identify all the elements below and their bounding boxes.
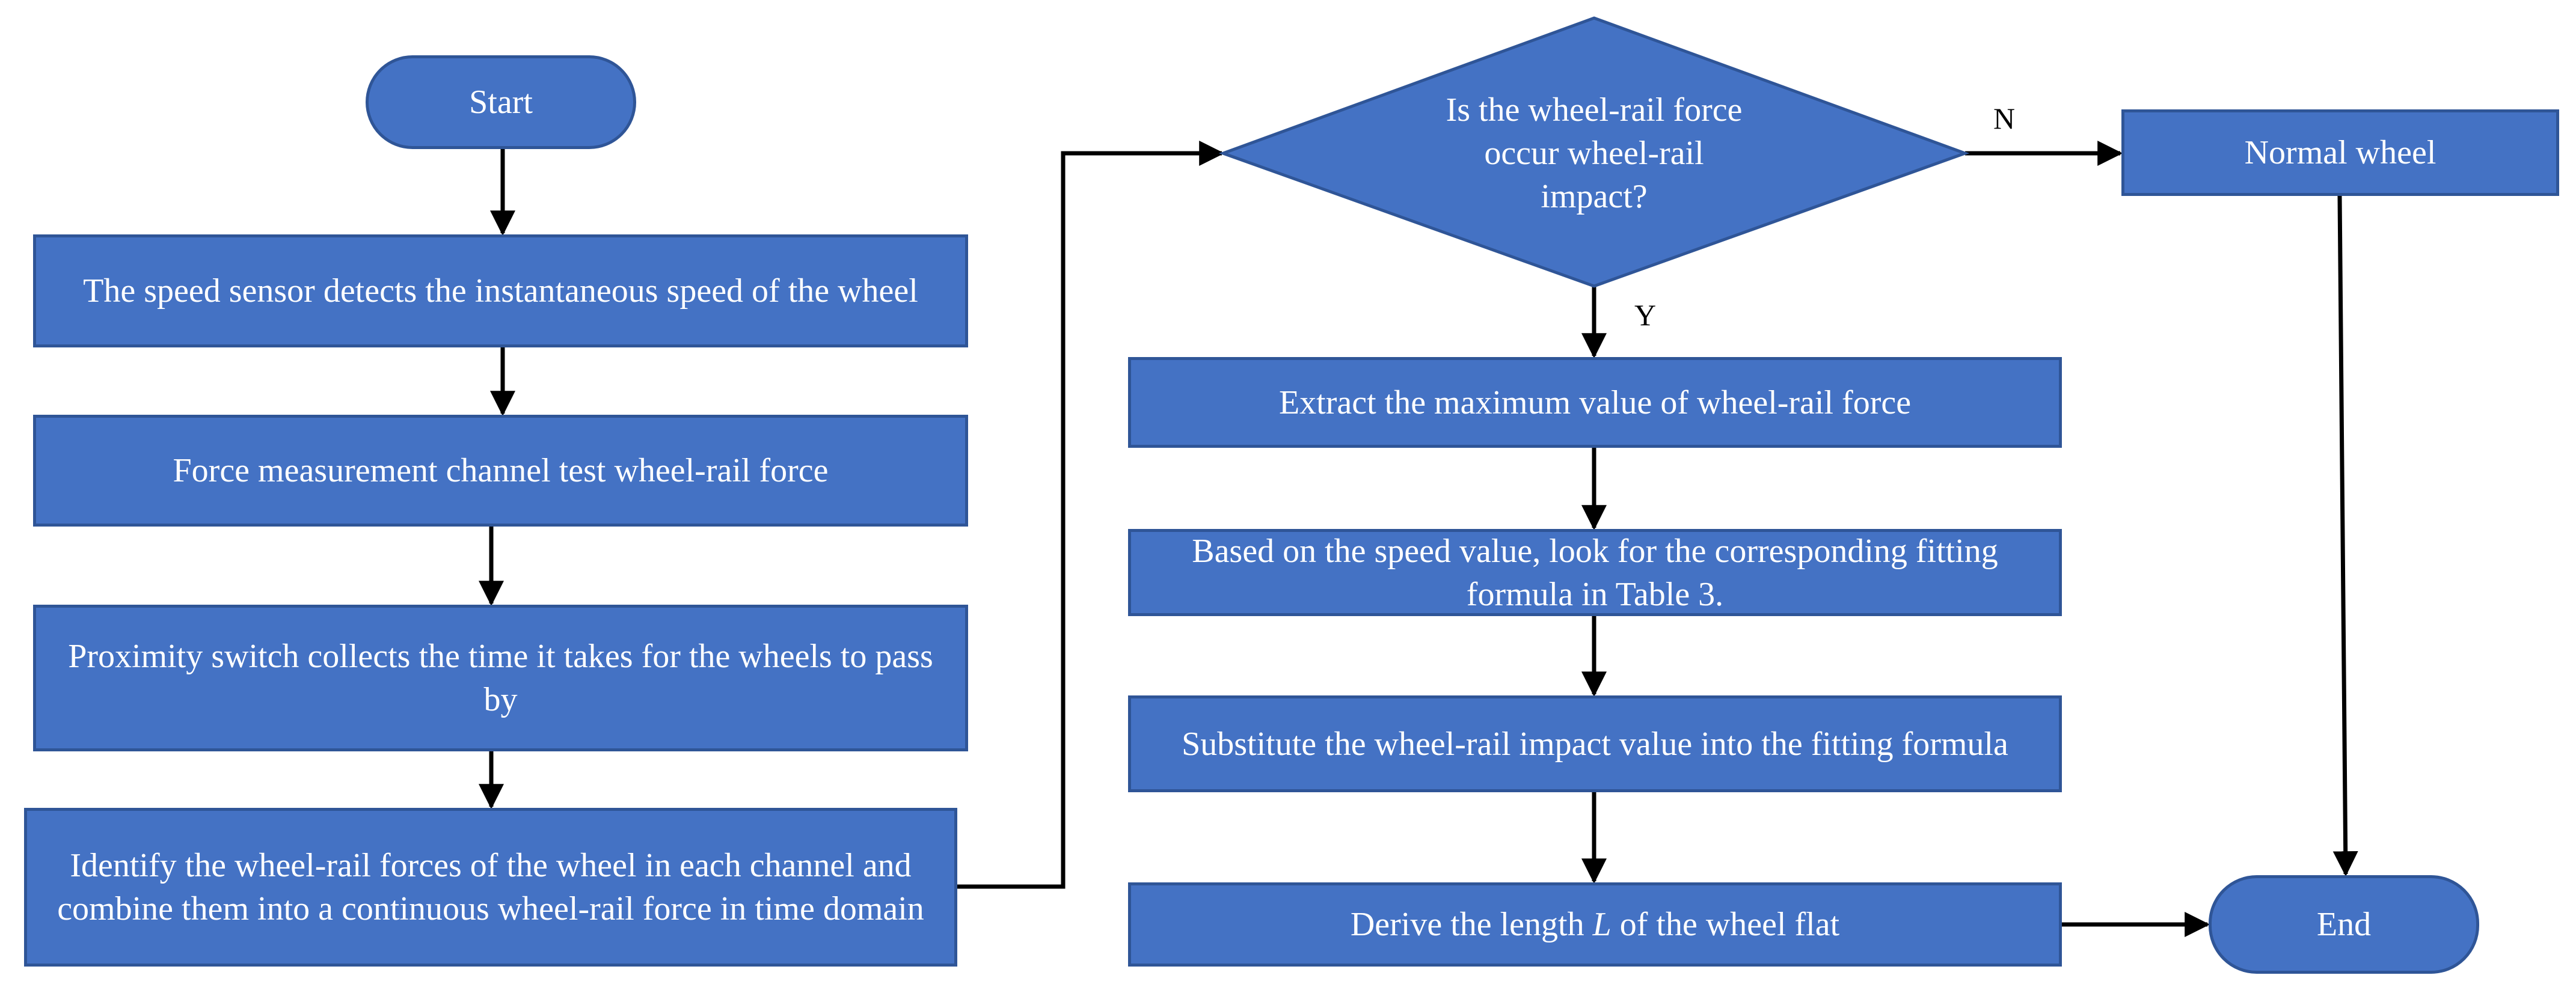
speed-sensor-step: The speed sensor detects the instantaneo…	[33, 234, 968, 347]
decision-text: Is the wheel-rail force occur wheel-rail…	[1440, 84, 1748, 222]
extract-max-step: Extract the maximum value of wheel-rail …	[1128, 357, 2062, 448]
identify-step: Identify the wheel-rail forces of the wh…	[24, 808, 957, 967]
decision-label: Is the wheel-rail force occur wheel-rail…	[1446, 91, 1743, 215]
lookup-formula-label: Based on the speed value, look for the c…	[1192, 532, 1998, 613]
edge-label-no: N	[1993, 102, 2016, 135]
normal-wheel-label: Normal wheel	[2244, 134, 2436, 171]
decision-diamond	[1218, 16, 1970, 288]
extract-max-label: Extract the maximum value of wheel-rail …	[1278, 383, 1912, 421]
start-label: Start	[469, 84, 533, 121]
substitute-label: Substitute the wheel-rail impact value i…	[1182, 725, 2008, 763]
substitute-step: Substitute the wheel-rail impact value i…	[1128, 695, 2062, 792]
lookup-formula-step: Based on the speed value, look for the c…	[1128, 529, 2062, 616]
derive-length-label: Derive the length L of the wheel flat	[1351, 903, 1839, 946]
start-terminal: Start	[366, 55, 636, 149]
proximity-step: Proximity switch collects the time it ta…	[33, 605, 968, 751]
end-label: End	[2316, 906, 2372, 943]
derive-length-step: Derive the length L of the wheel flat	[1128, 882, 2062, 967]
normal-wheel-step: Normal wheel	[2121, 109, 2559, 196]
derive-text-before: Derive the length	[1350, 906, 1593, 943]
speed-sensor-label: The speed sensor detects the instantaneo…	[83, 272, 918, 310]
end-terminal: End	[2209, 875, 2479, 974]
identify-label: Identify the wheel-rail forces of the wh…	[57, 847, 924, 927]
proximity-label: Proximity switch collects the time it ta…	[68, 638, 933, 718]
edge-label-yes: Y	[1634, 298, 1657, 332]
derive-text-after: of the wheel flat	[1611, 906, 1840, 943]
derive-variable: L	[1592, 906, 1612, 943]
force-channel-step: Force measurement channel test wheel-rai…	[33, 415, 968, 527]
arrow-identify-to-decision	[957, 141, 1225, 889]
force-channel-label: Force measurement channel test wheel-rai…	[173, 452, 829, 489]
arrow-normal-to-end	[2332, 195, 2358, 877]
